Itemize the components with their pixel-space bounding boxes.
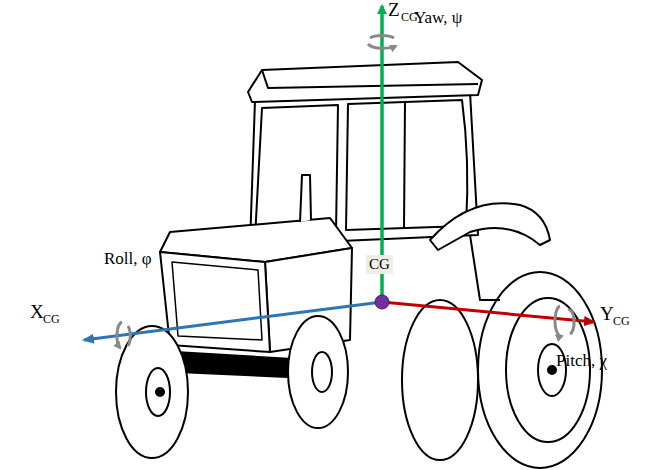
- rotation-symbols: [117, 36, 574, 348]
- tractor-illustration: [116, 62, 602, 468]
- rotation-label: Yaw, ψ: [414, 9, 462, 28]
- axis-label: Z: [388, 0, 400, 21]
- cg-point: [375, 295, 389, 309]
- y-axis: [382, 302, 594, 322]
- rotation-label: Pitch, χ: [556, 352, 607, 371]
- axis-subscript: CG: [613, 315, 630, 328]
- rotation-label: Roll, φ: [104, 250, 152, 269]
- axis-label: Y: [600, 304, 614, 325]
- axis-label: X: [30, 302, 44, 323]
- cg-label: CG: [366, 255, 393, 274]
- axis-subscript: CG: [43, 313, 60, 326]
